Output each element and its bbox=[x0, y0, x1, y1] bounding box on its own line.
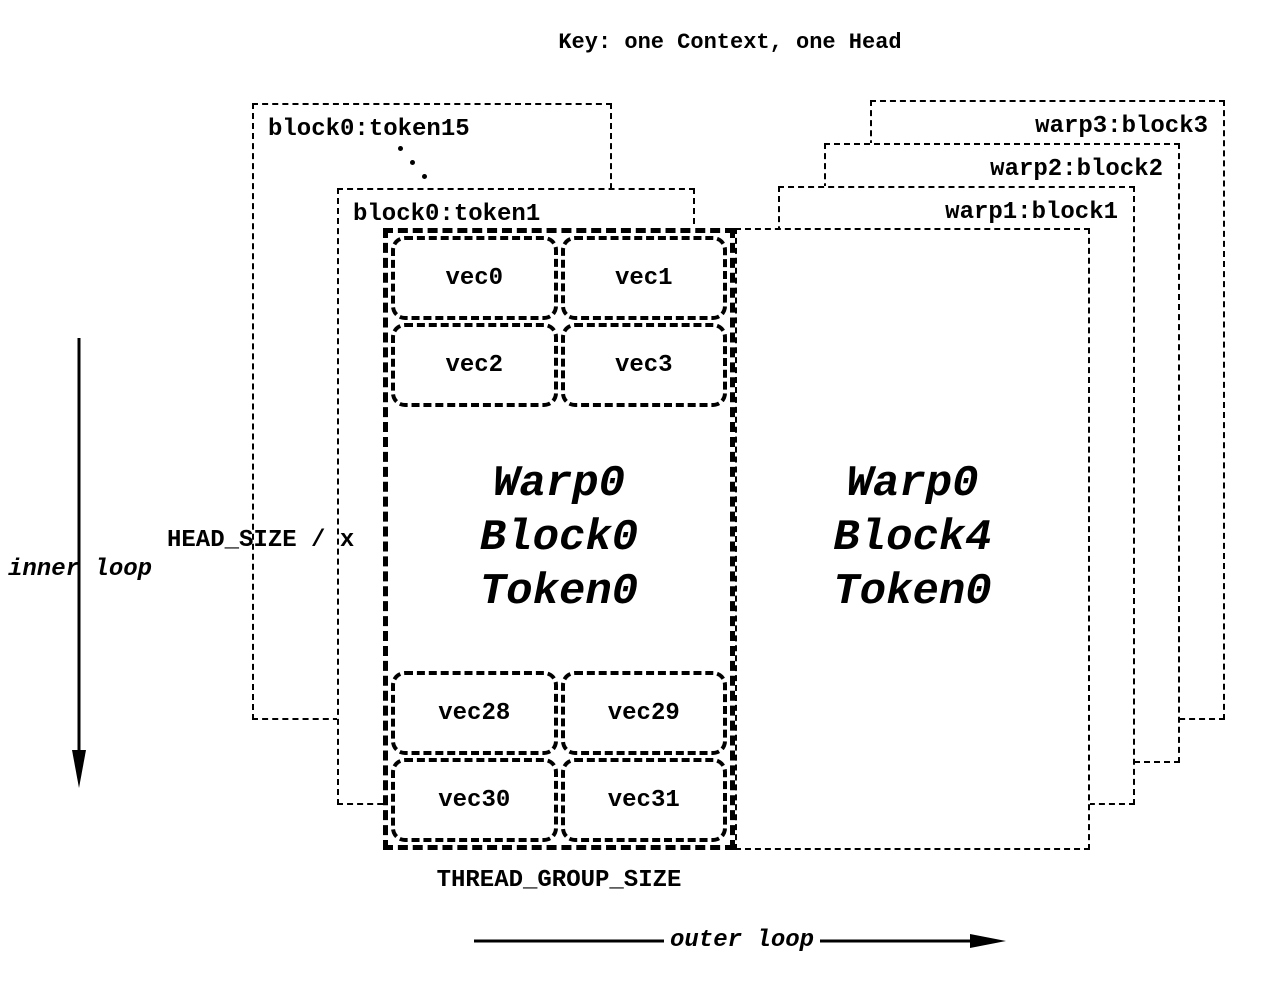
warp-line: Warp0 bbox=[492, 459, 626, 510]
head-size-label: HEAD_SIZE / x bbox=[167, 527, 355, 554]
label-block0-token15: block0:token15 bbox=[268, 116, 470, 143]
inner-loop-arrow bbox=[72, 338, 86, 788]
box-warp0-block0-token0: vec0 vec1 vec2 vec3 Warp0 Block0 Token0 … bbox=[383, 228, 735, 850]
vec-grid-bottom: vec28 vec29 vec30 vec31 bbox=[391, 671, 727, 842]
warp-line: Block0 bbox=[479, 513, 639, 564]
label-warp2-block2: warp2:block2 bbox=[990, 156, 1163, 183]
ellipsis-dot bbox=[422, 174, 427, 179]
warp0-block4-token0-text: Warp0 Block4 Token0 bbox=[833, 458, 991, 619]
label-warp1-block1: warp1:block1 bbox=[945, 199, 1118, 226]
ellipsis-dot bbox=[410, 160, 415, 165]
outer-loop-label: outer loop bbox=[664, 927, 821, 955]
vec-cell: vec28 bbox=[391, 671, 558, 755]
diagram-title: Key: one Context, one Head bbox=[558, 30, 902, 55]
ellipsis-dot bbox=[398, 146, 403, 151]
vec-cell: vec29 bbox=[560, 671, 727, 755]
warp0-block0-token0-text: Warp0 Block0 Token0 bbox=[480, 458, 638, 619]
vec-cell: vec1 bbox=[560, 236, 727, 320]
vec-cell: vec0 bbox=[391, 236, 558, 320]
warp-line: Token0 bbox=[833, 566, 992, 617]
vec-cell: vec30 bbox=[391, 758, 558, 842]
warp-line: Token0 bbox=[479, 566, 639, 617]
box-warp0-block4-token0: Warp0 Block4 Token0 bbox=[735, 228, 1090, 850]
label-warp3-block3: warp3:block3 bbox=[1035, 113, 1208, 140]
inner-loop-label: inner loop bbox=[8, 556, 153, 583]
label-block0-token1: block0:token1 bbox=[353, 201, 541, 228]
thread-group-size-label: THREAD_GROUP_SIZE bbox=[436, 867, 682, 894]
vec-cell: vec2 bbox=[391, 323, 558, 407]
vec-grid-top: vec0 vec1 vec2 vec3 bbox=[391, 236, 727, 407]
vec-cell: vec3 bbox=[560, 323, 727, 407]
warp-line: Warp0 bbox=[846, 459, 979, 510]
warp-line: Block4 bbox=[833, 513, 992, 564]
vec-cell: vec31 bbox=[560, 758, 727, 842]
